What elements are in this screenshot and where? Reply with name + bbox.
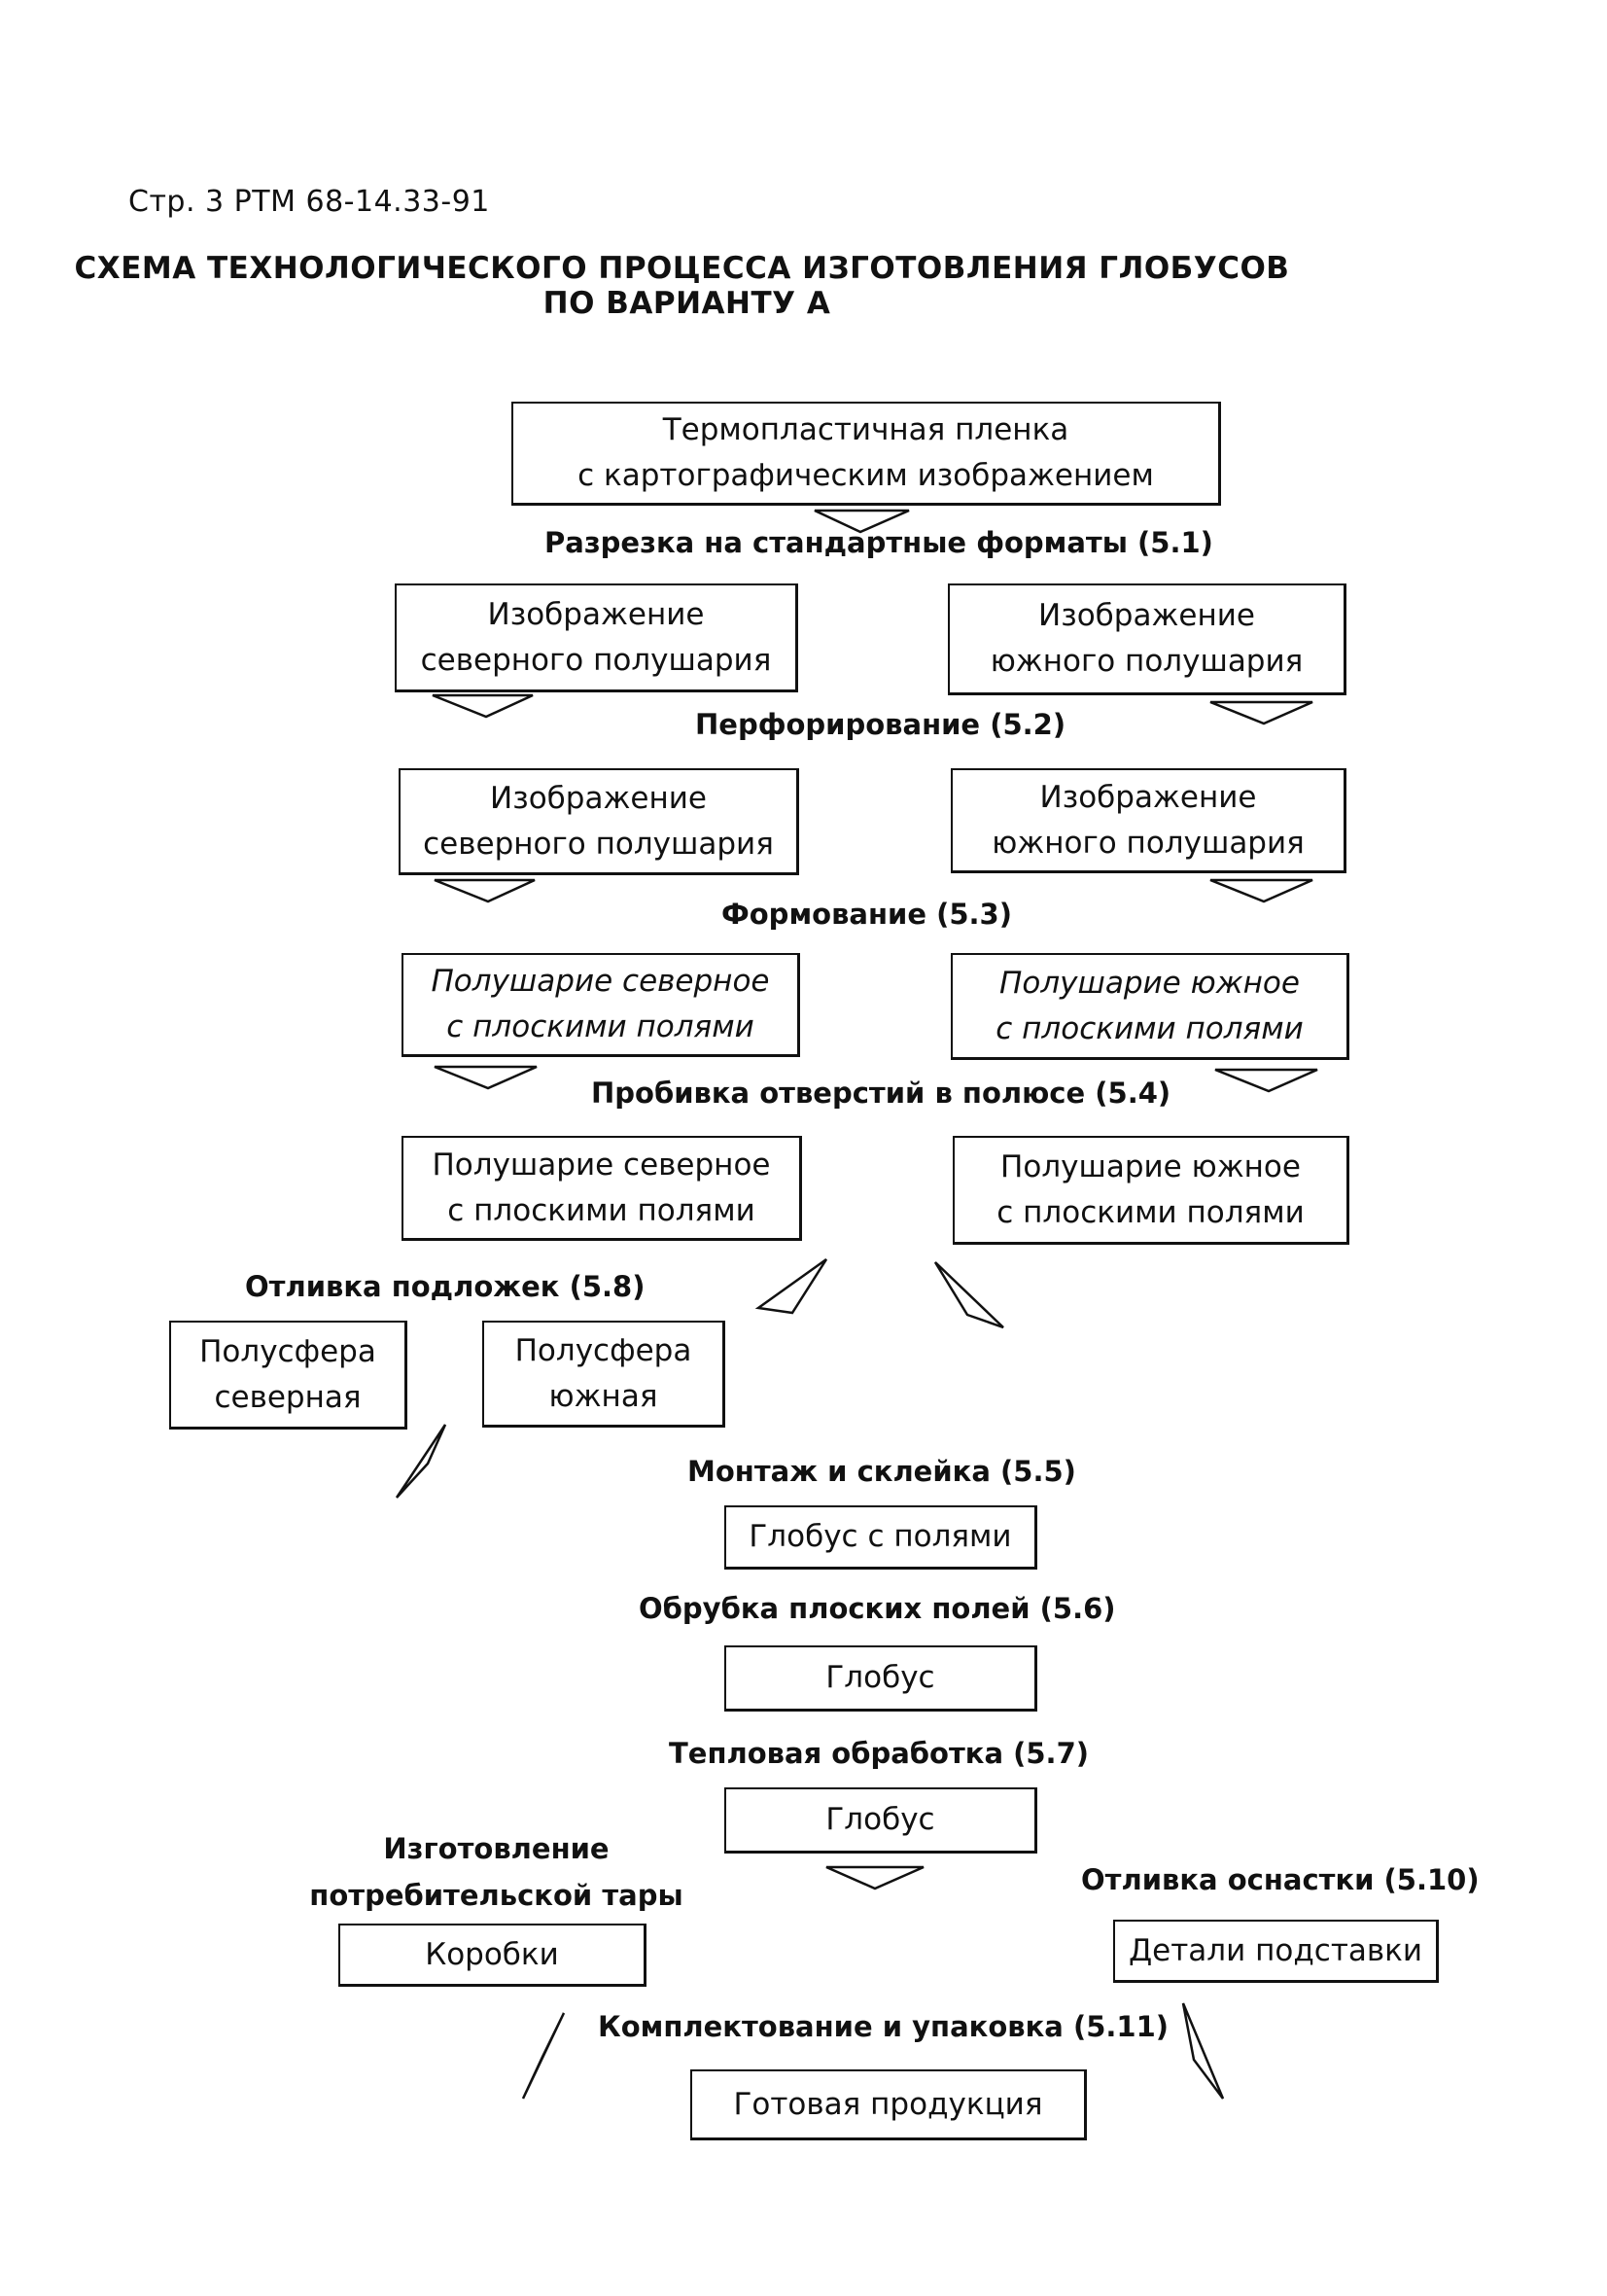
node-south-4: Полушарие южное с плоскими полями bbox=[953, 1136, 1349, 1245]
step-5-1: Разрезка на стандартные форматы (5.1) bbox=[544, 526, 1213, 559]
node-film: Термопластичная пленка с картографически… bbox=[511, 402, 1221, 506]
arrow-south1-down bbox=[1209, 700, 1313, 725]
step-5-11: Комплектование и упаковка (5.11) bbox=[598, 2010, 1170, 2043]
arrow-south2-down bbox=[1209, 878, 1313, 903]
arrow-globe2-down bbox=[825, 1865, 925, 1890]
step-5-4: Пробивка отверстий в полюсе (5.4) bbox=[591, 1077, 1171, 1110]
node-south-3: Полушарие южное с плоскими полями bbox=[951, 953, 1349, 1060]
node-south-2: Изображение южного полушария bbox=[951, 768, 1346, 873]
node-globe-1: Глобус bbox=[724, 1645, 1037, 1712]
step-5-5: Монтаж и склейка (5.5) bbox=[687, 1455, 1076, 1488]
node-north-4: Полушарие северное с плоскими полями bbox=[402, 1136, 802, 1241]
node-north-3: Полушарие северное с плоскими полями bbox=[402, 953, 800, 1057]
arrow-north3-down bbox=[434, 1065, 538, 1090]
step-tare: Изготовление потребительской тары bbox=[309, 1832, 683, 1912]
node-globe-2: Глобус bbox=[724, 1787, 1037, 1854]
arrow-boxes-diagonal bbox=[521, 2012, 566, 2100]
title-line-2: ПО ВАРИАНТУ А bbox=[542, 286, 831, 321]
title-line-1: СХЕМА ТЕХНОЛОГИЧЕСКОГО ПРОЦЕССА ИЗГОТОВЛ… bbox=[74, 251, 1290, 286]
arrow-south4-diagonal bbox=[933, 1261, 1004, 1329]
step-5-8: Отливка подложек (5.8) bbox=[245, 1270, 646, 1303]
node-hemisphere-north: Полусфера северная bbox=[169, 1321, 407, 1430]
arrow-north4-diagonal bbox=[754, 1257, 828, 1315]
arrow-hemi-diagonal bbox=[395, 1424, 447, 1499]
node-north-2: Изображение северного полушария bbox=[399, 768, 799, 875]
node-south-1: Изображение южного полушария bbox=[948, 583, 1346, 695]
node-stand-parts: Детали подставки bbox=[1113, 1920, 1439, 1983]
step-5-6: Обрубка плоских полей (5.6) bbox=[639, 1592, 1116, 1625]
node-globe-with-fields: Глобус с полями bbox=[724, 1505, 1037, 1570]
node-boxes: Коробки bbox=[338, 1924, 646, 1987]
page-header: Стр. 3 РТМ 68-14.33-91 bbox=[128, 185, 490, 219]
arrow-south3-down bbox=[1214, 1068, 1318, 1093]
node-north-1: Изображение северного полушария bbox=[395, 583, 798, 692]
step-5-10: Отливка оснастки (5.10) bbox=[1081, 1863, 1480, 1896]
arrow-stand-diagonal bbox=[1181, 2002, 1225, 2100]
step-5-3: Формование (5.3) bbox=[721, 898, 1012, 931]
node-hemisphere-south: Полусфера южная bbox=[482, 1321, 725, 1428]
node-finished-product: Готовая продукция bbox=[690, 2069, 1087, 2140]
step-5-7: Тепловая обработка (5.7) bbox=[669, 1737, 1089, 1770]
diagram-title: СХЕМА ТЕХНОЛОГИЧЕСКОГО ПРОЦЕССА ИЗГОТОВЛ… bbox=[0, 251, 1607, 321]
step-5-2: Перфорирование (5.2) bbox=[695, 708, 1066, 741]
arrow-north1-down bbox=[432, 693, 534, 719]
arrow-film-down bbox=[814, 509, 910, 534]
arrow-north2-down bbox=[434, 878, 536, 903]
